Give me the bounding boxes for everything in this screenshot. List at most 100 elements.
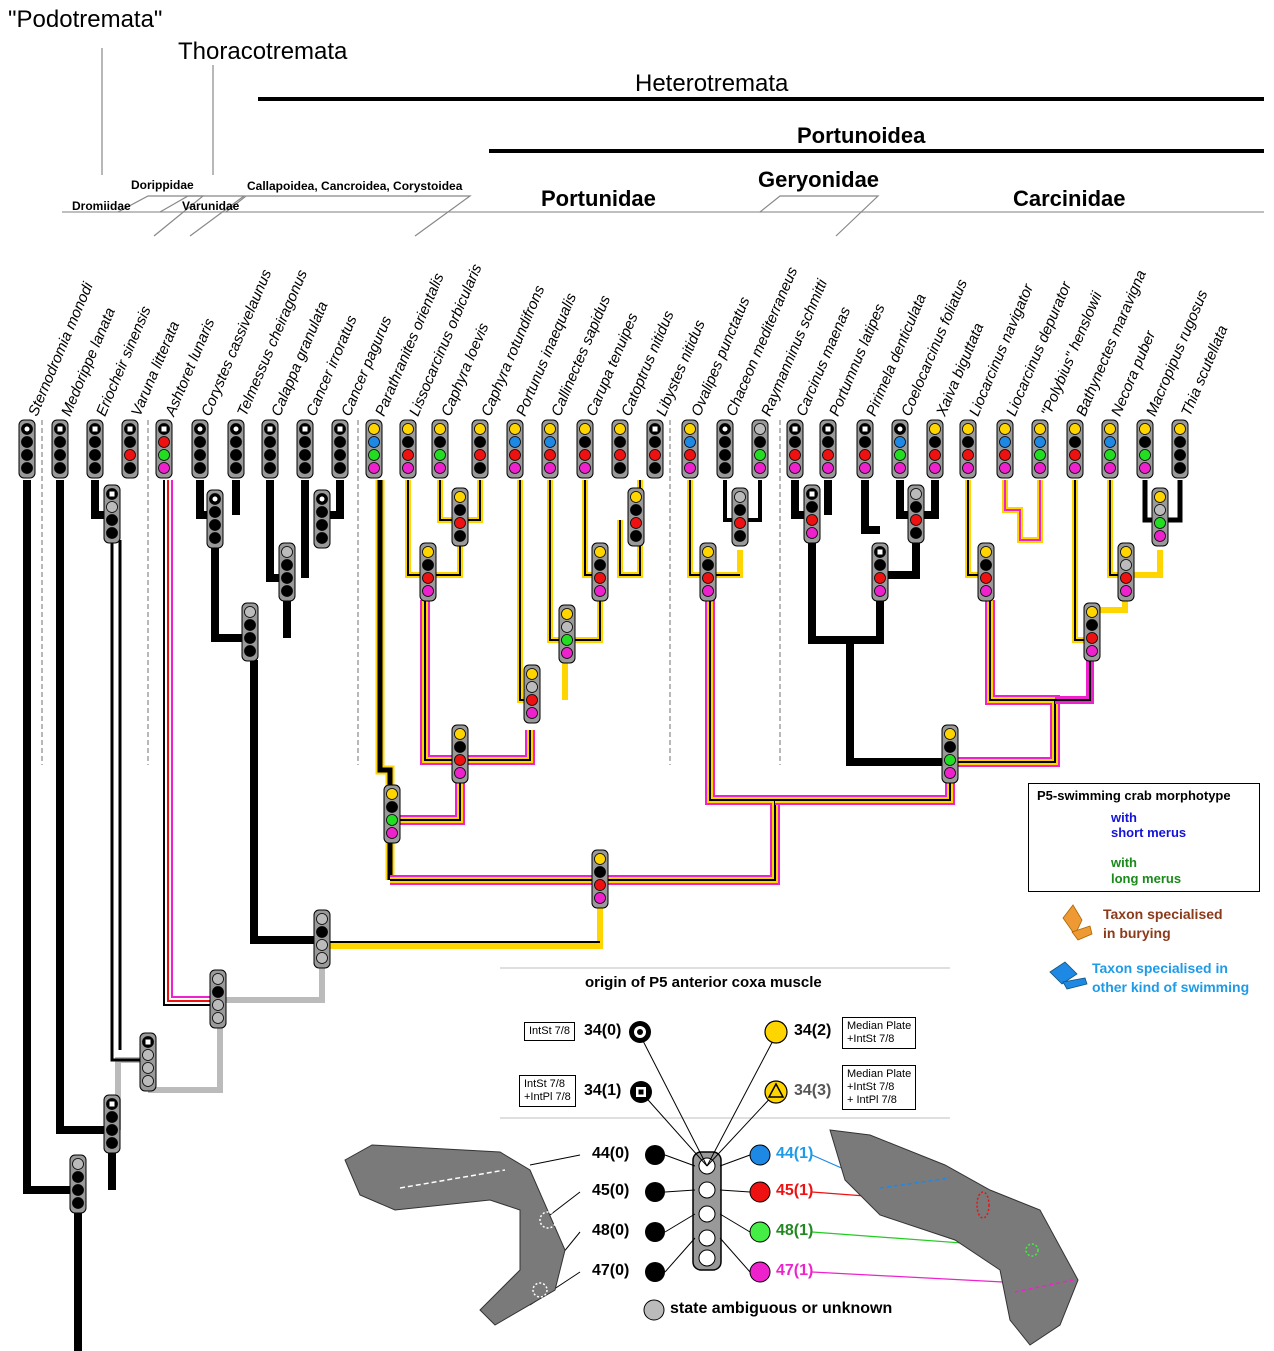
- tip-pill: [1101, 419, 1119, 479]
- key-34-3-box-line1: Median Plate: [847, 1068, 912, 1080]
- key-34-0-box: IntSt 7/8: [524, 1022, 575, 1041]
- family-callapoidea: Callapoidea, Cancroidea, Corystoidea: [247, 179, 463, 193]
- tip-pill: [1136, 419, 1154, 479]
- tip-pill: [996, 419, 1014, 479]
- tip-pill: [471, 419, 489, 479]
- tip-pill: [926, 419, 944, 479]
- key-45-0: 45(0): [592, 1182, 630, 1199]
- key-ambiguous: state ambiguous or unknown: [670, 1300, 893, 1317]
- tip-pill: [646, 419, 664, 479]
- internal-pill: [731, 487, 749, 547]
- key-44-0: 44(0): [592, 1145, 630, 1162]
- key-48-1: 48(1): [776, 1222, 814, 1239]
- tip-pill: [51, 419, 69, 479]
- internal-pill: [451, 724, 469, 784]
- backbone-branches: [23, 480, 344, 1351]
- legend-other-line1: Taxon specialised in: [1092, 960, 1228, 976]
- tip-pill: [331, 419, 349, 479]
- tip-pill: [121, 419, 139, 479]
- internal-pill: [803, 484, 821, 544]
- key-34-1-box-line2: +IntPl 7/8: [524, 1091, 571, 1103]
- tip-pill: [365, 419, 383, 479]
- tip-pill: [399, 419, 417, 479]
- internal-pill: [591, 542, 609, 602]
- tip-pill: [786, 419, 804, 479]
- internal-pill: [907, 484, 925, 544]
- tip-pill: [716, 419, 734, 479]
- key-34-2-box-line2: +IntSt 7/8: [847, 1033, 895, 1045]
- key-34-2-box-line1: Median Plate: [847, 1020, 912, 1032]
- legend-title: P5-swimming crab morphotype: [1037, 788, 1231, 803]
- internal-pill: [419, 542, 437, 602]
- tip-pill: [819, 419, 837, 479]
- legend-long-line2: long merus: [1111, 871, 1182, 886]
- key-34-3-box-line2: +IntSt 7/8: [847, 1081, 895, 1093]
- tip-pill: [576, 419, 594, 479]
- internal-pill: [941, 724, 959, 784]
- morphotype-legend: P5-swimming crab morphotype with short m…: [1028, 783, 1260, 892]
- internal-pill: [523, 664, 541, 724]
- clade-geryonidae: Geryonidae: [758, 167, 880, 192]
- internal-pill: [1117, 542, 1135, 602]
- internal-pill: [451, 487, 469, 547]
- key-34-2-box: Median Plate+IntSt 7/8: [842, 1017, 917, 1049]
- character-state-nodes: [18, 419, 1189, 1214]
- key-47-1: 47(1): [776, 1262, 814, 1279]
- key-34-3-box-line3: + IntPl 7/8: [847, 1094, 897, 1106]
- internal-pill: [383, 784, 401, 844]
- clade-podotremata: "Podotremata": [8, 6, 163, 33]
- key-34-2: 34(2): [794, 1022, 832, 1039]
- tip-pill: [681, 419, 699, 479]
- family-dromiidae: Dromiidae: [72, 199, 131, 213]
- family-dorippidae: Dorippidae: [131, 178, 194, 192]
- key-45-1: 45(1): [776, 1182, 814, 1199]
- internal-pill: [977, 542, 995, 602]
- clade-carcinidae: Carcinidae: [1013, 186, 1126, 211]
- key-47-0: 47(0): [592, 1262, 630, 1279]
- internal-pill: [699, 542, 717, 602]
- internal-pill: [1083, 602, 1101, 662]
- clade-thoracotremata: Thoracotremata: [178, 38, 348, 65]
- internal-pill: [1151, 487, 1169, 547]
- internal-pill: [139, 1032, 157, 1092]
- tip-pill: [1171, 419, 1189, 479]
- tip-pill: [541, 419, 559, 479]
- internal-pill: [206, 489, 224, 549]
- legend-other-line2: other kind of swimming: [1092, 979, 1250, 995]
- family-varunidae: Varunidae: [182, 199, 240, 213]
- tip-pill: [155, 419, 173, 479]
- key-44-1: 44(1): [776, 1145, 814, 1162]
- internal-pill: [313, 489, 331, 549]
- internal-pill: [627, 487, 645, 547]
- tip-pill: [1066, 419, 1084, 479]
- clade-portunidae: Portunidae: [541, 186, 656, 211]
- tip-pill: [751, 419, 769, 479]
- key-34-1: 34(1): [584, 1082, 622, 1099]
- tip-pill: [86, 419, 104, 479]
- internal-pill: [558, 604, 576, 664]
- tip-pill: [1031, 419, 1049, 479]
- key-34-1-box-line1: IntSt 7/8: [524, 1078, 565, 1090]
- tip-pill: [296, 419, 314, 479]
- tip-pill: [856, 419, 874, 479]
- legend-short-line1: with: [1111, 810, 1137, 825]
- internal-pill: [103, 1094, 121, 1154]
- legend-burying-line1: Taxon specialised: [1103, 906, 1223, 922]
- internal-pill: [69, 1154, 87, 1214]
- tip-pill: [261, 419, 279, 479]
- right-leg-photo: [829, 1129, 1079, 1346]
- key-34-1-box: IntSt 7/8+IntPl 7/8: [519, 1075, 576, 1107]
- legend-burying-line2: in burying: [1103, 925, 1171, 941]
- key-title: origin of P5 anterior coxa muscle: [585, 974, 822, 991]
- clade-portunoidea: Portunoidea: [797, 123, 926, 148]
- tip-pill: [227, 419, 245, 479]
- tip-pill: [959, 419, 977, 479]
- internal-pill: [241, 602, 259, 662]
- tip-pill: [191, 419, 209, 479]
- internal-pill: [871, 542, 889, 602]
- tip-pill: [891, 419, 909, 479]
- internal-pill: [103, 484, 121, 544]
- key-48-0: 48(0): [592, 1222, 630, 1239]
- tip-pill: [18, 419, 36, 479]
